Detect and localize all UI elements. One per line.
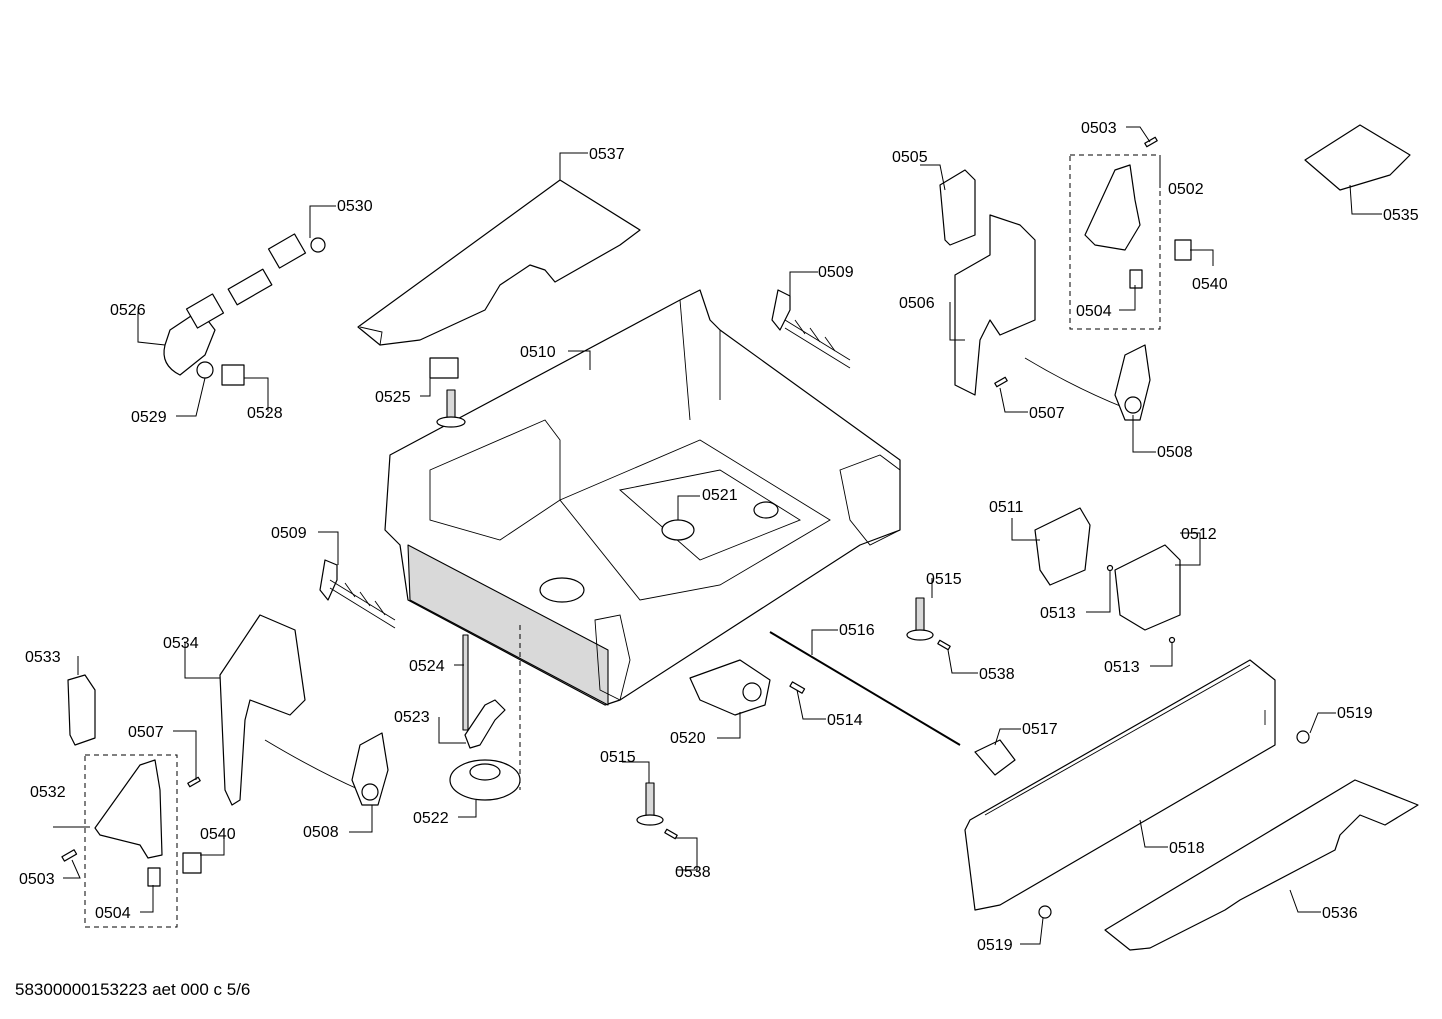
label-0509-bottom: 0509 [271, 525, 307, 542]
label-0508-top: 0508 [1157, 444, 1193, 461]
label-0536: 0536 [1322, 905, 1358, 922]
label-0517: 0517 [1022, 721, 1058, 738]
part-0509-spring-top [771, 289, 851, 369]
part-0502-bracket [1084, 164, 1143, 289]
label-0519-bottom: 0519 [977, 937, 1013, 954]
part-0517-cap [974, 739, 1016, 776]
part-0532-bracket [94, 759, 163, 887]
label-0502: 0502 [1168, 181, 1204, 198]
part-0540-clip-bottom [182, 852, 202, 874]
part-0534-bracket [219, 614, 306, 806]
label-0533: 0533 [25, 649, 61, 666]
label-0537: 0537 [589, 146, 625, 163]
part-0519-screw-bottom [1038, 905, 1052, 919]
part-0536-strip [1104, 779, 1419, 951]
label-0512: 0512 [1181, 526, 1217, 543]
part-0503-screw-bottom [61, 849, 78, 862]
part-0505-bracket [939, 169, 976, 246]
label-0535: 0535 [1383, 207, 1419, 224]
label-0515-top: 0515 [926, 571, 962, 588]
label-0506: 0506 [899, 295, 935, 312]
part-0519-screw-right [1296, 730, 1310, 744]
label-0525: 0525 [375, 389, 411, 406]
part-0506-bracket [954, 214, 1036, 396]
part-0516-rod [769, 631, 961, 746]
part-0507-screw-bottom [187, 776, 201, 788]
label-0540-bottom: 0540 [200, 826, 236, 843]
label-0519-right: 0519 [1337, 705, 1373, 722]
part-0508-sensor-top [1024, 344, 1151, 421]
part-0522-wheel [449, 759, 521, 801]
part-0509-spring-bottom [319, 559, 396, 629]
label-0513-top: 0513 [1040, 605, 1076, 622]
label-0538-bottom: 0538 [675, 864, 711, 881]
part-0513-screw-a [1106, 564, 1114, 572]
part-0538-screw-top [937, 639, 951, 651]
part-0503-screw-top [1144, 136, 1158, 148]
label-0520: 0520 [670, 730, 706, 747]
part-0514-screw [789, 681, 806, 694]
part-0512-cover [1114, 544, 1181, 631]
label-0511: 0511 [989, 499, 1024, 516]
part-0513-screw-b [1168, 636, 1176, 644]
label-0505: 0505 [892, 149, 928, 166]
part-0507-screw-top [994, 376, 1008, 388]
label-0540-top: 0540 [1192, 276, 1228, 293]
label-0530: 0530 [337, 198, 373, 215]
label-0504-top: 0504 [1076, 303, 1112, 320]
part-0535-bag [1304, 124, 1411, 191]
label-0503-top: 0503 [1081, 120, 1117, 137]
label-0522: 0522 [413, 810, 449, 827]
label-0528: 0528 [247, 405, 283, 422]
label-0515-bottom: 0515 [600, 749, 636, 766]
part-0526-drain-hose [163, 233, 326, 386]
part-0511-housing [1034, 507, 1091, 586]
label-0508-bottom: 0508 [303, 824, 339, 841]
part-0540-clip-top [1174, 239, 1192, 261]
label-0513-bottom: 0513 [1104, 659, 1140, 676]
group-box-0502 [1069, 154, 1161, 330]
label-0532: 0532 [30, 784, 66, 801]
part-0510-base-tub [384, 289, 901, 706]
part-0523-lever [464, 699, 506, 749]
label-0504-bottom: 0504 [95, 905, 131, 922]
label-0523: 0523 [394, 709, 430, 726]
leader-lines [53, 126, 1382, 945]
part-0515-bolt-bottom [636, 782, 664, 826]
label-0521: 0521 [702, 487, 738, 504]
part-0508-sensor-bottom [264, 732, 389, 806]
document-id-footer: 58300000153223 aet 000 c 5/6 [15, 980, 251, 999]
label-0510: 0510 [520, 344, 556, 361]
label-0538-top: 0538 [979, 666, 1015, 683]
part-0537-mat [357, 179, 641, 346]
label-0514: 0514 [827, 712, 863, 729]
label-0507-bottom: 0507 [128, 724, 164, 741]
label-0518: 0518 [1169, 840, 1205, 857]
part-0538-screw-bottom [664, 828, 678, 840]
part-0518-front-panel [964, 659, 1276, 911]
label-0524: 0524 [409, 658, 445, 675]
label-0529: 0529 [131, 409, 167, 426]
part-0515-bolt-top [906, 597, 934, 641]
label-0516: 0516 [839, 622, 875, 639]
part-0524-rod [462, 634, 469, 731]
label-0534: 0534 [163, 635, 199, 652]
part-0525-foot [429, 357, 466, 428]
label-0509-top: 0509 [818, 264, 854, 281]
group-box-0532 [84, 754, 178, 928]
part-0533-part [67, 674, 96, 746]
label-0507-top: 0507 [1029, 405, 1065, 422]
part-0520-valve [689, 659, 771, 716]
label-0526: 0526 [110, 302, 146, 319]
label-0503-bottom: 0503 [19, 871, 55, 888]
